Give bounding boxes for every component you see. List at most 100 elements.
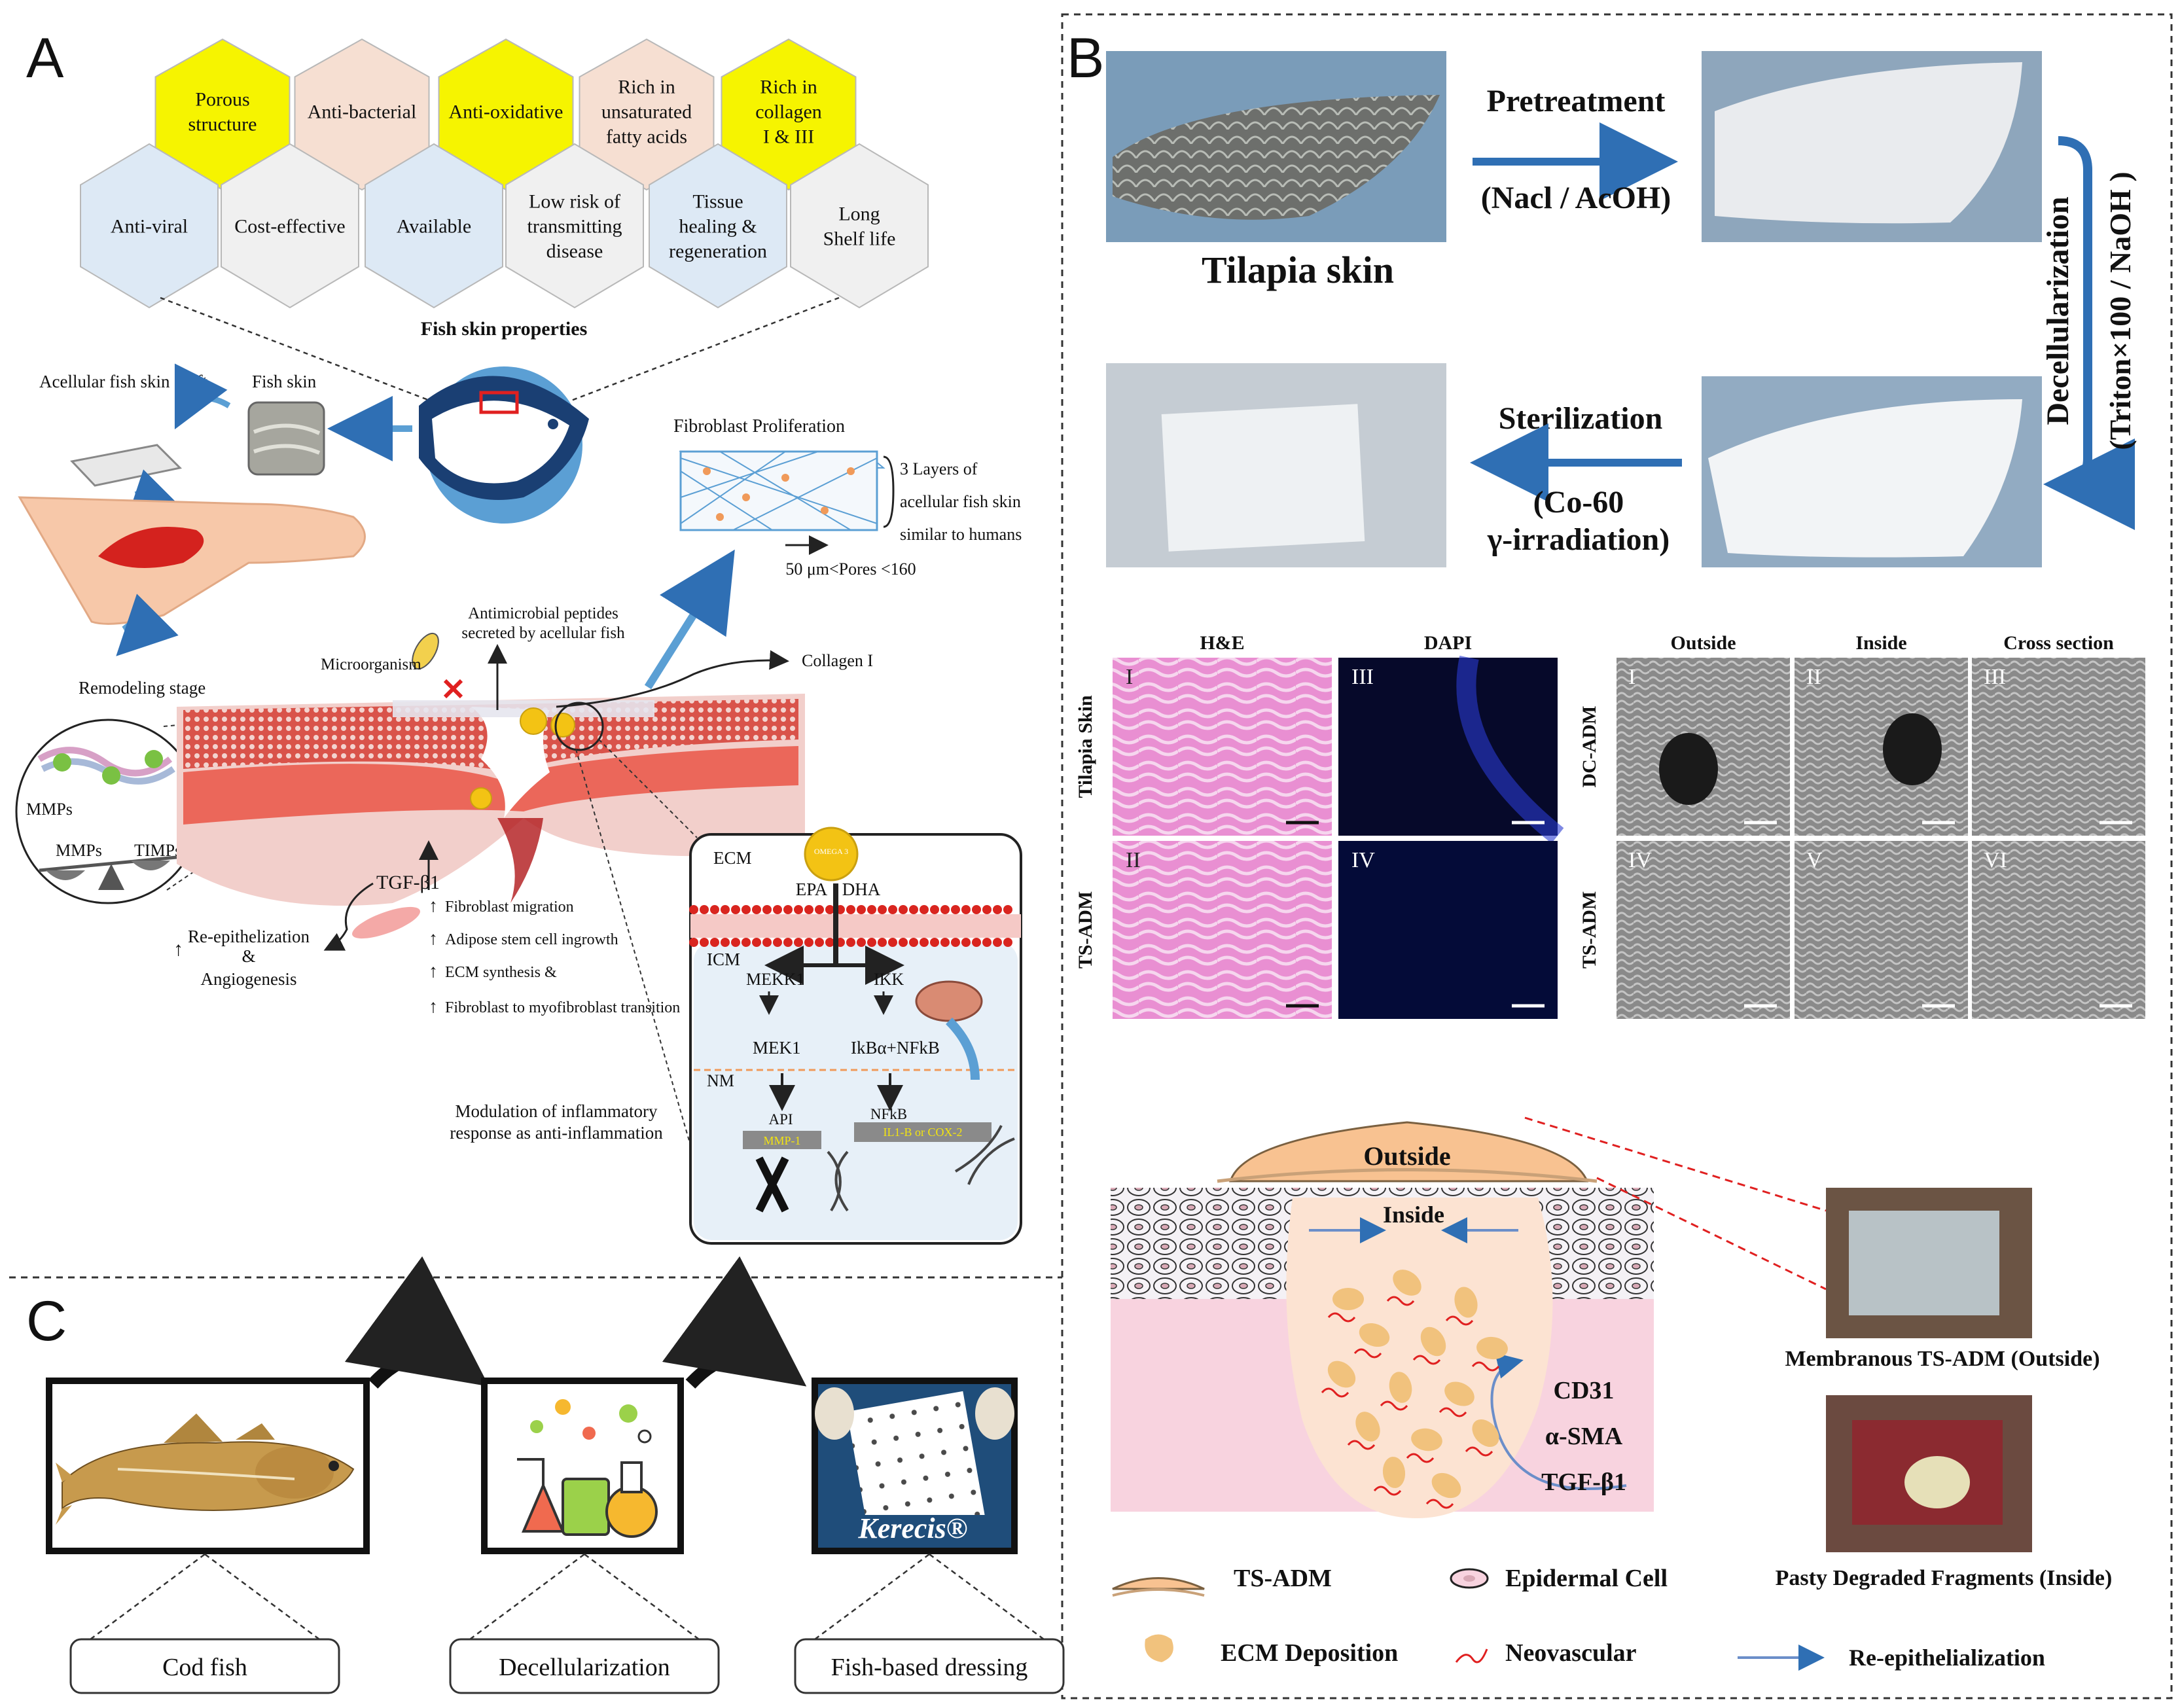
fibroblast-effect-item: Fibroblast migration bbox=[445, 898, 574, 916]
fibroblast-effect-item: Adipose stem cell ingrowth bbox=[445, 931, 618, 948]
step-label-box bbox=[69, 1638, 340, 1694]
property-hexagon bbox=[294, 38, 430, 191]
arm-illustration bbox=[18, 496, 366, 625]
ecm-blob bbox=[1472, 1419, 1499, 1448]
kerecis-label: Kerecis® bbox=[857, 1512, 967, 1544]
mmp1-label: MMP-1 bbox=[763, 1134, 800, 1147]
cross-mark-icon bbox=[443, 679, 463, 699]
lipid-head bbox=[794, 905, 803, 914]
lipid-tails bbox=[690, 914, 1021, 938]
lipid-head bbox=[721, 905, 730, 914]
marker-tgf: TGF-β1 bbox=[1541, 1468, 1626, 1496]
lipid-head bbox=[909, 938, 918, 947]
dashed-leader bbox=[584, 1553, 700, 1641]
lipid-head bbox=[867, 938, 876, 947]
dna-icon-1 bbox=[827, 1150, 849, 1212]
sem-column-header: Outside bbox=[1670, 632, 1736, 654]
neovascular-mark bbox=[1353, 1348, 1382, 1359]
lipid-head bbox=[731, 938, 740, 947]
lipid-head bbox=[742, 905, 751, 914]
property-hexagon-label: Rich in bbox=[760, 77, 817, 98]
list-arrow: ↑ bbox=[429, 961, 438, 982]
arrow-arm-to-remodel bbox=[116, 594, 179, 656]
mmp1-gene-box bbox=[743, 1131, 821, 1149]
zoom-line-4 bbox=[575, 749, 691, 1146]
lipid-head bbox=[857, 938, 866, 947]
lipid-head bbox=[878, 938, 887, 947]
microorganism-label: Microorganism bbox=[321, 656, 421, 673]
legend-neovascular: Neovascular bbox=[1505, 1639, 1637, 1667]
graft-sheet bbox=[70, 444, 183, 487]
dna-icon-2 bbox=[954, 1125, 1015, 1185]
lipid-head bbox=[794, 938, 803, 947]
property-hexagon-label: disease bbox=[546, 241, 603, 262]
triton-label: (Triton×100 / NaOH ) bbox=[2103, 171, 2137, 450]
fish-logo bbox=[419, 366, 589, 524]
neovascular-mark bbox=[1406, 1453, 1435, 1463]
lipid-head bbox=[972, 905, 981, 914]
lipid-head bbox=[982, 905, 992, 914]
golgi-icon bbox=[945, 1018, 980, 1080]
omega-bubble-3 bbox=[470, 787, 492, 810]
lipid-head bbox=[783, 938, 793, 947]
histology-column-header: H&E bbox=[1200, 632, 1244, 654]
lipid-head bbox=[972, 938, 981, 947]
property-hexagon bbox=[505, 143, 644, 309]
legend-neovascular-swatch bbox=[1455, 1648, 1488, 1664]
lipid-head bbox=[982, 938, 992, 947]
arrow-curve-to-graft bbox=[174, 363, 231, 430]
neovascular-mark bbox=[1386, 1296, 1415, 1306]
nfkb-label: NFkB bbox=[870, 1106, 907, 1122]
histology-tag: I bbox=[1126, 665, 1133, 689]
timps-label: TIMPs bbox=[134, 841, 181, 860]
marker-asma: α-SMA bbox=[1545, 1423, 1623, 1450]
neovascular-mark bbox=[1380, 1400, 1408, 1411]
photo1-label: Membranous TS-ADM (Outside) bbox=[1785, 1347, 2100, 1371]
property-hexagon-label: structure bbox=[188, 114, 257, 135]
fish-skin-properties-title: Fish skin properties bbox=[421, 318, 588, 340]
fibroblast-effect-item: Fibroblast to myofibroblast transition bbox=[445, 999, 680, 1016]
property-hexagon-label: collagen bbox=[755, 101, 822, 123]
sem-tag: VI bbox=[1984, 848, 2007, 872]
icm-label: ICM bbox=[707, 950, 740, 969]
ikk-label: IKK bbox=[874, 970, 904, 989]
lipid-head bbox=[857, 905, 866, 914]
dashed-leader bbox=[204, 1553, 320, 1641]
lipid-head bbox=[700, 905, 709, 914]
legend-reepi: Re-epithelialization bbox=[1849, 1645, 2045, 1671]
lipid-head bbox=[930, 905, 939, 914]
fibroblast-mesh bbox=[679, 450, 895, 531]
api-label: API bbox=[768, 1111, 793, 1128]
property-hexagon-label: regeneration bbox=[669, 241, 767, 262]
property-hexagon bbox=[221, 143, 359, 309]
omega3-label: OMEGA 3 bbox=[814, 847, 848, 856]
lipid-head bbox=[920, 905, 929, 914]
dashed-leader bbox=[469, 1553, 585, 1641]
dashed-leader bbox=[814, 1553, 930, 1641]
amp-label-1: Antimicrobial peptides bbox=[468, 605, 618, 622]
sem-tag: V bbox=[1806, 848, 1823, 872]
legend-ecm: ECM Deposition bbox=[1221, 1639, 1398, 1667]
lipid-head bbox=[961, 938, 971, 947]
dashed-leader bbox=[90, 1553, 205, 1641]
sterilization-label: Sterilization bbox=[1499, 401, 1663, 436]
photo2-label: Pasty Degraded Fragments (Inside) bbox=[1776, 1566, 2113, 1590]
lipid-head bbox=[1003, 938, 1012, 947]
sem-column-header: Cross section bbox=[2003, 632, 2114, 654]
lipid-head bbox=[951, 905, 960, 914]
fibro-prolif-title: Fibroblast Proliferation bbox=[673, 416, 845, 436]
lipid-head bbox=[804, 905, 813, 914]
zoom-circle bbox=[554, 702, 604, 751]
lipid-head bbox=[752, 938, 761, 947]
sem-image bbox=[1972, 841, 2145, 1019]
property-hexagon-label: Tissue bbox=[692, 191, 743, 213]
histology-row-header: TS-ADM bbox=[1075, 891, 1096, 969]
fibro-layers-2: acellular fish skin bbox=[900, 492, 1021, 511]
step-label-box bbox=[794, 1638, 1065, 1694]
histology-row-header: Tilapia Skin bbox=[1075, 695, 1096, 798]
property-hexagon-label: fatty acids bbox=[606, 126, 687, 148]
property-hexagon bbox=[649, 143, 787, 309]
